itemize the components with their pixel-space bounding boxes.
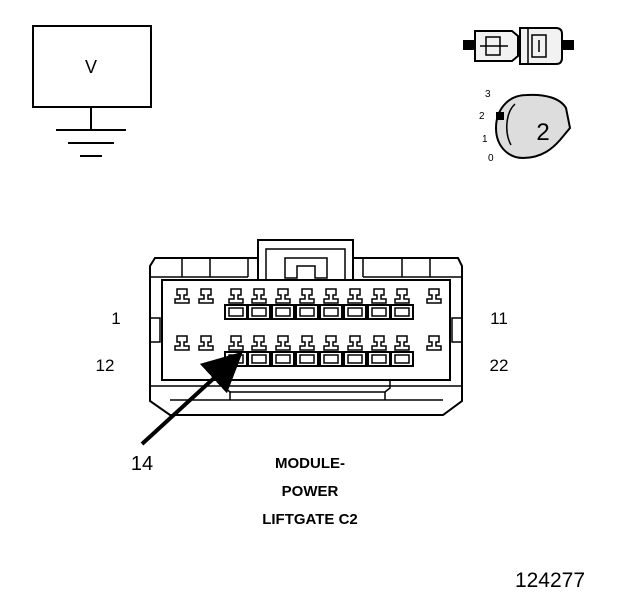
caption-line-3: LIFTGATE C2: [262, 511, 358, 528]
meter-label: V: [85, 57, 97, 77]
pin-10: [390, 288, 414, 320]
voltmeter-symbol: V: [32, 25, 152, 130]
key-position-3: 3: [485, 89, 491, 100]
connector-face: [149, 239, 463, 416]
pin-15: [247, 335, 271, 367]
pin-13: [198, 335, 214, 351]
caption-line-1: MODULE-: [275, 455, 345, 472]
pin-label-11: 11: [490, 309, 508, 328]
pin-label-1: 1: [111, 309, 120, 328]
pin-8: [343, 288, 367, 320]
pin-11: [426, 288, 442, 304]
pin-19: [343, 335, 367, 367]
callout-pin-14: 14: [131, 453, 153, 475]
pin-5: [271, 288, 295, 320]
key-selected-position: 2: [536, 119, 549, 146]
pin-label-12: 12: [96, 356, 115, 375]
pin-9: [367, 288, 391, 320]
pin-12: [174, 335, 190, 351]
callout-arrow: [140, 351, 243, 446]
ground-icon: [56, 129, 126, 157]
key-position-1: 1: [482, 134, 488, 145]
pin-6: [295, 288, 319, 320]
pin-16: [271, 335, 295, 367]
pin-22: [426, 335, 442, 351]
pin-2: [198, 288, 214, 304]
pin-21: [390, 335, 414, 367]
ignition-key-icon: 3 2 1 0 2: [479, 89, 572, 164]
pin-3: [224, 288, 248, 320]
pin-4: [247, 288, 271, 320]
pin-1: [174, 288, 190, 304]
caption-line-2: POWER: [282, 483, 339, 500]
key-position-0: 0: [488, 153, 494, 164]
pin-18: [319, 335, 343, 367]
connector-icon: [463, 27, 574, 65]
pin-7: [319, 288, 343, 320]
pin-label-22: 22: [490, 356, 509, 375]
key-position-2: 2: [479, 111, 485, 122]
figure-number: 124277: [515, 569, 585, 592]
pin-17: [295, 335, 319, 367]
